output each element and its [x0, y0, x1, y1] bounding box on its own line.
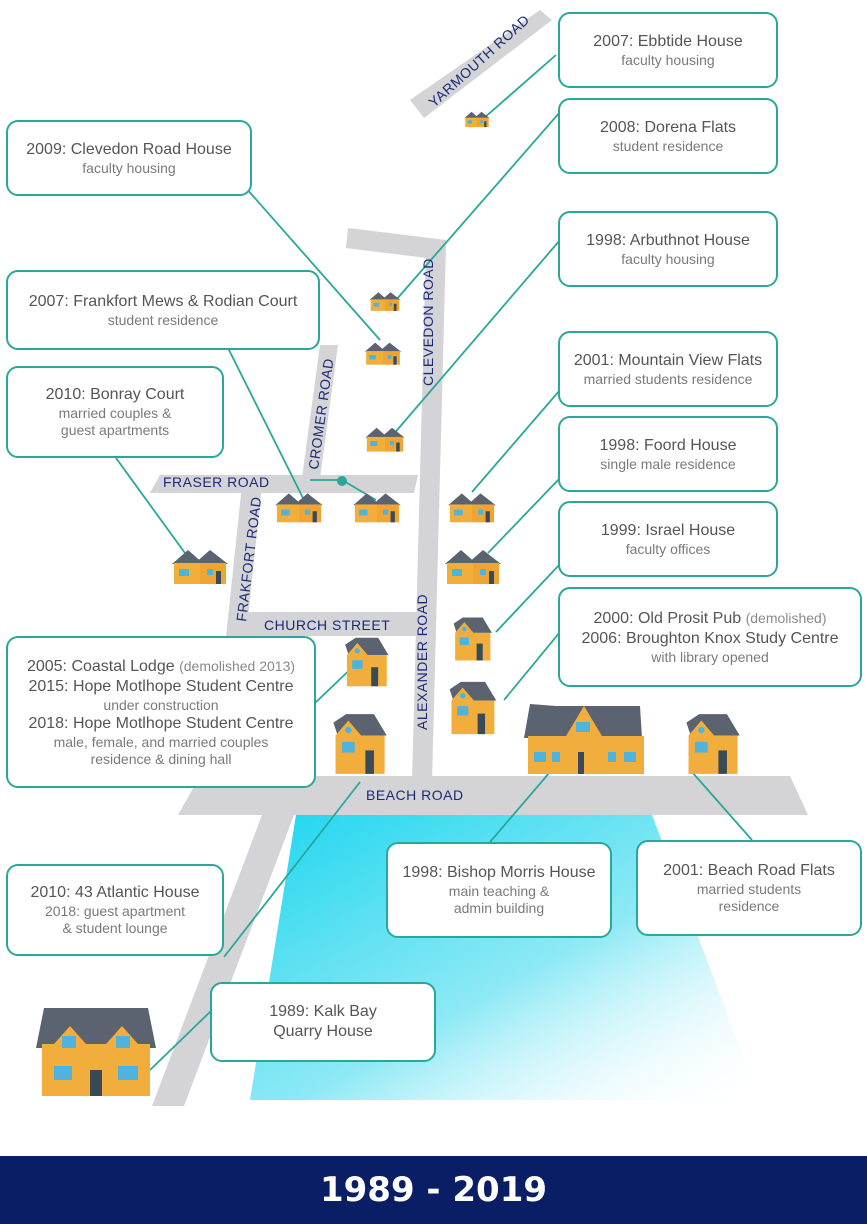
building-ebbtide: [464, 111, 490, 128]
label-title: 2015: Hope Motlhope Student Centre: [28, 678, 294, 695]
label-title: 2007: Frankfort Mews & Rodian Court: [28, 292, 298, 310]
label-subtitle: under construction: [103, 697, 219, 713]
leader-lines: [115, 54, 753, 1071]
label-title: 1999: Israel House: [600, 521, 736, 539]
label-clevedon-house[interactable]: 2009: Clevedon Road House faculty housin…: [6, 120, 252, 196]
label-title: 2010: 43 Atlantic House: [30, 884, 200, 901]
label-subtitle: student residence: [107, 311, 219, 328]
building-coastal: [345, 637, 389, 687]
building-clevedon-house: [364, 342, 402, 365]
label-title-text: 2000: Old Prosit Pub: [593, 610, 742, 627]
road-label-cromer: CROMER ROAD: [305, 357, 336, 470]
label-kalk-bay[interactable]: 1989: Kalk Bay Quarry House: [210, 982, 436, 1062]
label-subtitle: residence: [718, 898, 780, 914]
building-israel: [453, 617, 492, 661]
building-frankfort-mews: [275, 493, 323, 523]
label-title: 2005: Coastal Lodge (demolished 2013): [27, 656, 295, 677]
label-subtitle: faculty offices: [625, 540, 711, 557]
label-title: 2007: Ebbtide House: [593, 32, 743, 50]
label-subtitle: married students residence: [583, 370, 753, 387]
road-church: [228, 612, 418, 636]
label-mountain-view[interactable]: 2001: Mountain View Flats married studen…: [558, 331, 778, 407]
label-title: 2009: Clevedon Road House: [26, 140, 232, 158]
label-subtitle: student residence: [612, 137, 724, 154]
road-clevedon-north: [346, 228, 446, 260]
label-title: 2000: Old Prosit Pub (demolished): [593, 608, 826, 629]
label-dorena[interactable]: 2008: Dorena Flats student residence: [558, 98, 778, 174]
label-subtitle: faculty housing: [82, 159, 176, 176]
road-label-clevedon: CLEVEDON ROAD: [420, 258, 436, 386]
road-label-alexander: ALEXANDER ROAD: [414, 594, 430, 730]
road-beach: [178, 776, 808, 815]
building-bonray: [172, 550, 228, 584]
building-kalk-bay: [36, 1008, 156, 1096]
road-fraser: [150, 475, 418, 493]
label-subtitle: & student lounge: [62, 920, 168, 936]
label-subtitle: faculty housing: [621, 250, 715, 267]
road-yarmouth: [410, 10, 552, 118]
label-title: 1989: Kalk Bay: [269, 1003, 377, 1020]
building-arbuthnot: [365, 427, 405, 452]
label-title: 1998: Bishop Morris House: [402, 864, 596, 881]
road-clevedon-alexander: [412, 244, 446, 782]
footer-banner: 1989 - 2019: [0, 1156, 867, 1224]
label-subtitle: married couples &: [58, 405, 172, 421]
label-subtitle: single male residence: [600, 455, 736, 472]
label-title: 1998: Arbuthnot House: [586, 231, 750, 249]
road-frankfort: [226, 485, 262, 637]
label-israel[interactable]: 1999: Israel House faculty offices: [558, 501, 778, 577]
label-bishop[interactable]: 1998: Bishop Morris House main teaching …: [386, 842, 612, 938]
label-note: (demolished): [745, 610, 827, 626]
label-subtitle: male, female, and married couples: [53, 734, 269, 750]
label-title: 2001: Beach Road Flats: [663, 862, 835, 879]
label-bonray[interactable]: 2010: Bonray Court married couples & gue…: [6, 366, 224, 458]
building-beach-flats: [686, 714, 740, 774]
building-dorena: [369, 292, 401, 311]
building-mountain-view: [448, 493, 496, 523]
label-atlantic[interactable]: 2010: 43 Atlantic House 2018: guest apar…: [6, 864, 224, 956]
label-title: 2006: Broughton Knox Study Centre: [581, 630, 839, 647]
label-note: (demolished 2013): [179, 658, 296, 674]
label-subtitle: married students: [696, 881, 802, 897]
label-coastal[interactable]: 2005: Coastal Lodge (demolished 2013) 20…: [6, 636, 316, 788]
label-title: 2010: Bonray Court: [45, 386, 185, 403]
building-bishop-morris: [524, 704, 644, 774]
label-prosit[interactable]: 2000: Old Prosit Pub (demolished) 2006: …: [558, 587, 862, 687]
label-title: Quarry House: [273, 1023, 373, 1040]
label-title: 2001: Mountain View Flats: [573, 351, 763, 369]
building-atlantic: [333, 714, 387, 774]
road-label-beach: BEACH ROAD: [366, 787, 464, 803]
building-prosit: [449, 681, 497, 735]
label-arbuthnot[interactable]: 1998: Arbuthnot House faculty housing: [558, 211, 778, 287]
label-beach-flats[interactable]: 2001: Beach Road Flats married students …: [636, 840, 862, 936]
building-rodian-court: [353, 493, 401, 523]
footer-year-range: 1989 - 2019: [319, 1170, 548, 1210]
label-title: 2018: Hope Motlhope Student Centre: [28, 715, 294, 732]
road-cromer: [302, 345, 338, 478]
label-subtitle: guest apartments: [60, 422, 170, 438]
label-title: 1998: Foord House: [599, 436, 737, 454]
label-foord[interactable]: 1998: Foord House single male residence: [558, 416, 778, 492]
road-label-yarmouth: YARMOUTH ROAD: [425, 11, 532, 110]
label-subtitle: residence & dining hall: [90, 751, 232, 767]
label-subtitle: with library opened: [651, 649, 769, 665]
label-subtitle: 2018: guest apartment: [44, 903, 186, 919]
frankfort-junction-dot: [337, 476, 347, 486]
label-subtitle: main teaching &: [448, 883, 550, 899]
label-subtitle: faculty housing: [621, 51, 715, 68]
label-title: 2008: Dorena Flats: [599, 118, 737, 136]
label-ebbtide[interactable]: 2007: Ebbtide House faculty housing: [558, 12, 778, 88]
label-title-text: 2005: Coastal Lodge: [26, 658, 175, 675]
building-foord: [445, 550, 501, 584]
label-subtitle: admin building: [453, 900, 545, 916]
label-frankfort[interactable]: 2007: Frankfort Mews & Rodian Court stud…: [6, 270, 320, 350]
road-label-fraser: FRASER ROAD: [163, 474, 270, 490]
road-label-church: CHURCH STREET: [264, 617, 390, 633]
